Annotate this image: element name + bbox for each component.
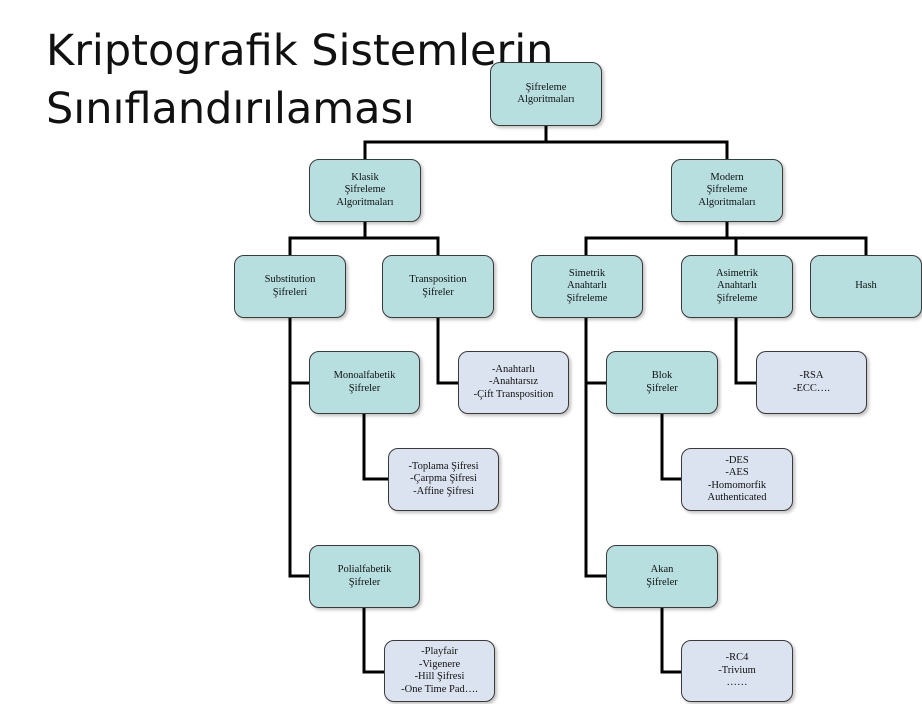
node-monoalfabetik: Monoalfabetik Şifreler [309, 351, 420, 414]
node-transposition: Transposition Şifreler [382, 255, 494, 318]
node-blok: Blok Şifreler [606, 351, 718, 414]
connector-transposition-leaf [436, 316, 460, 385]
node-akan-items-label: -RC4 -Trivium …… [718, 652, 756, 689]
node-transposition-items: -Anahtarlı -Anahtarsız -Çift Transpositi… [458, 351, 569, 414]
node-akan: Akan Şifreler [606, 545, 718, 608]
node-modern: Modern Şifreleme Algoritmaları [671, 159, 783, 222]
node-polialfabetik: Polialfabetik Şifreler [309, 545, 420, 608]
node-blok-items-label: -DES -AES -Homomorfik Authenticated [707, 454, 767, 504]
slide-title-line-1: Kriptografik Sistemlerin [46, 26, 554, 76]
node-klasik-label: Klasik Şifreleme Algoritmaları [336, 171, 394, 208]
node-hash: Hash [810, 255, 922, 318]
node-monoalfabetik-items: -Toplama Şifresi -Çarpma Şifresi -Affine… [388, 448, 499, 511]
node-asimetrik-items-label: -RSA -ECC…. [792, 370, 831, 394]
node-root: Şifreleme Algoritmaları [490, 62, 602, 126]
node-polialfabetik-items-label: -Playfair -Vigenere -Hill Şifresi -One T… [401, 646, 478, 695]
node-asimetrik-label: Asimetrik Anahtarlı Şifreleme [716, 267, 758, 304]
node-root-label: Şifreleme Algoritmaları [517, 81, 575, 106]
node-polialfabetik-label: Polialfabetik Şifreler [337, 564, 392, 588]
connector-monoalfabetik-leaf [362, 412, 390, 481]
node-asimetrik: Asimetrik Anahtarlı Şifreleme [681, 255, 793, 318]
node-monoalfabetik-items-label: -Toplama Şifresi -Çarpma Şifresi -Affine… [408, 460, 479, 497]
node-blok-label: Blok Şifreler [646, 370, 678, 394]
node-akan-items: -RC4 -Trivium …… [681, 640, 793, 702]
connector-blok-leaf [660, 412, 683, 481]
slide-title: Kriptografik Sistemlerin Sınıflandırılam… [46, 22, 553, 138]
node-substitution-label: Substitution Şifreleri [264, 274, 316, 298]
node-substitution: Substitution Şifreleri [234, 255, 346, 318]
node-klasik: Klasik Şifreleme Algoritmaları [309, 159, 421, 222]
node-polialfabetik-items: -Playfair -Vigenere -Hill Şifresi -One T… [384, 640, 495, 702]
connector-polialfabetik-leaf [362, 606, 386, 674]
node-hash-label: Hash [855, 280, 877, 292]
slide-title-line-2: Sınıflandırılaması [46, 84, 415, 134]
connector-asimetrik-leaf [734, 316, 758, 385]
node-transposition-items-label: -Anahtarlı -Anahtarsız -Çift Transpositi… [473, 363, 554, 400]
node-asimetrik-items: -RSA -ECC…. [756, 351, 867, 414]
node-simetrik-label: Simetrik Anahtarlı Şifreleme [566, 267, 608, 304]
node-monoalfabetik-label: Monoalfabetik Şifreler [333, 370, 396, 394]
node-simetrik: Simetrik Anahtarlı Şifreleme [531, 255, 643, 318]
node-transposition-label: Transposition Şifreler [409, 274, 467, 298]
node-akan-label: Akan Şifreler [646, 564, 678, 588]
node-modern-label: Modern Şifreleme Algoritmaları [698, 171, 756, 208]
connector-akan-leaf [660, 606, 683, 674]
node-blok-items: -DES -AES -Homomorfik Authenticated [681, 448, 793, 511]
